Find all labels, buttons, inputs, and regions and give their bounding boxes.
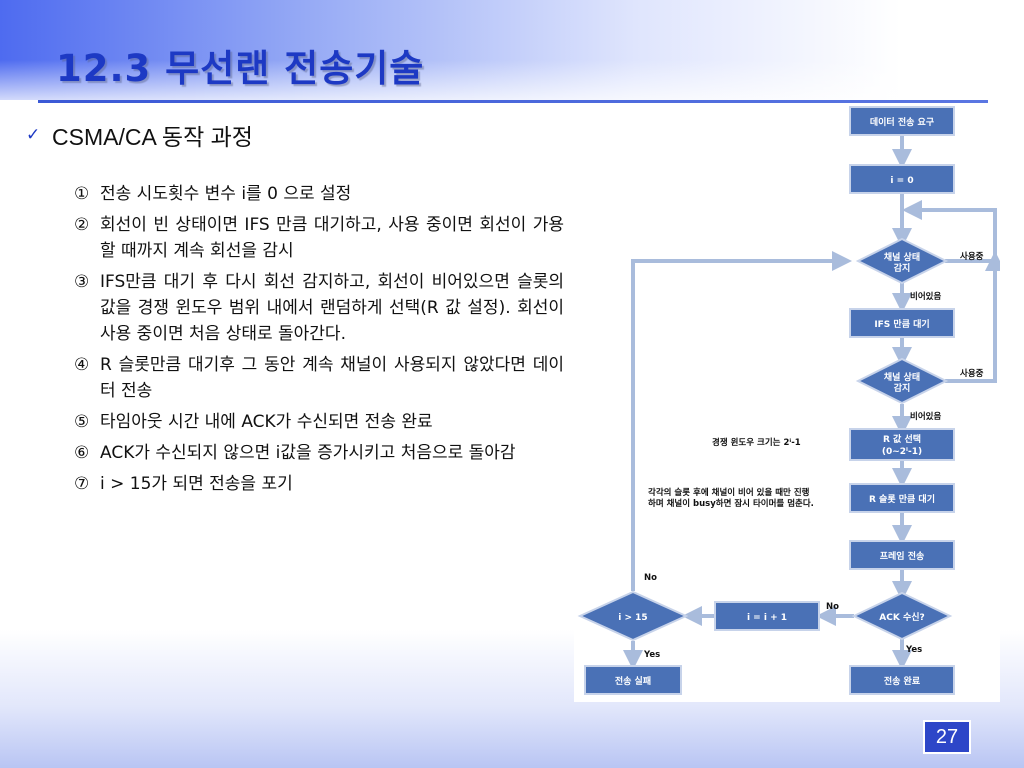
slide-title: 12.3 무선랜 전송기술 [56,47,425,90]
box-r-select-range: (0~2ⁱ-1) [882,447,922,457]
box-init-label: i = 0 [890,176,913,186]
label-busy-2: 사용중 [960,368,984,379]
label-idle-1: 비어있음 [910,291,941,302]
label-limit-no: No [644,573,657,583]
title-band [0,0,1024,100]
step-text: 전송 시도횟수 변수 i를 0 으로 설정 [100,184,352,204]
list-item: ② 회선이 빈 상태이면 IFS 만큼 대기하고, 사용 중이면 회선이 가용할 … [74,212,564,264]
box-transmit-request [849,106,955,136]
list-item: ⑤ 타임아웃 시간 내에 ACK가 수신되면 전송 완료 [74,409,564,435]
box-r-select-label: R 값 선택 [883,433,921,445]
box-ifs-wait-label: IFS 만큼 대기 [874,318,929,330]
step-text: ACK가 수신되지 않으면 i값을 증가시키고 처음으로 돌아감 [100,443,516,463]
box-frame-send-label: 프레임 전송 [880,550,925,562]
decision-retry-limit [577,590,689,642]
connector [945,251,1000,383]
title-divider [38,100,988,103]
step-number: ① [74,184,90,204]
step-number: ② [74,215,90,235]
box-init [849,164,955,194]
connector [902,200,997,263]
checkmark-icon: ✓ [26,125,41,145]
decision-channel-sense-2-line1: 채널 상태 [884,371,920,383]
box-r-select [849,428,955,461]
box-r-slot-wait [849,483,955,513]
step-list: ① 전송 시도횟수 변수 i를 0 으로 설정 ② 회선이 빈 상태이면 IFS 만… [74,181,564,502]
box-transmit-fail-label: 전송 실패 [615,675,651,687]
decision-channel-sense-1-line2: 감지 [894,262,911,274]
step-text: R 슬롯만큼 대기후 그 동안 계속 채널이 사용되지 않았다면 데이터 전송 [100,355,564,401]
step-text: 타임아웃 시간 내에 ACK가 수신되면 전송 완료 [100,412,433,432]
decision-retry-limit-label: i > 15 [618,613,647,623]
step-text: IFS만큼 대기 후 다시 회선 감지하고, 회선이 비어있으면 슬롯의 값을 … [100,272,564,344]
flowchart-panel: 데이터 전송 요구 i = 0 IFS 만큼 대기 R 값 선택 (0~2ⁱ-1… [574,103,1000,702]
page-number: 27 [923,720,971,754]
heading-row: ✓ CSMA/CA 동작 과정 [26,118,253,152]
step-number: ⑥ [74,443,90,463]
note-contention-window: 경쟁 윈도우 크기는 2ⁱ-1 [712,437,801,448]
step-text: i > 15가 되면 전송을 포기 [100,474,293,494]
box-frame-send [849,540,955,570]
note-slot-line2: 하며 채널이 busy하면 잠시 타이머를 멈춘다. [648,498,814,509]
label-ack-yes: Yes [905,645,922,655]
decision-channel-sense-2 [855,357,949,405]
step-number: ⑦ [74,474,90,494]
box-transmit-fail [584,665,682,695]
box-transmit-request-label: 데이터 전송 요구 [870,116,934,128]
decision-ack-received [851,591,953,641]
list-item: ④ R 슬롯만큼 대기후 그 동안 계속 채널이 사용되지 않았다면 데이터 전송 [74,352,564,404]
box-ifs-wait [849,308,955,338]
label-limit-yes: Yes [643,650,660,660]
note-slot-line1: 각각의 슬롯 후에 채널이 비어 있을 때만 진행 [648,487,810,498]
label-ack-no: No [826,602,839,612]
list-item: ⑦ i > 15가 되면 전송을 포기 [74,471,564,497]
list-item: ⑥ ACK가 수신되지 않으면 i값을 증가시키고 처음으로 돌아감 [74,440,564,466]
connector [631,251,852,591]
decision-channel-sense-1-line1: 채널 상태 [884,251,920,263]
box-increment [714,601,820,631]
step-text: 회선이 빈 상태이면 IFS 만큼 대기하고, 사용 중이면 회선이 가용할 때… [100,215,564,261]
box-increment-label: i = i + 1 [747,613,787,623]
step-number: ⑤ [74,412,90,432]
box-transmit-done [849,665,955,695]
step-number: ③ [74,272,90,292]
box-transmit-done-label: 전송 완료 [884,675,921,687]
label-busy-1: 사용중 [960,251,984,262]
list-item: ③ IFS만큼 대기 후 다시 회선 감지하고, 회선이 비어있으면 슬롯의 값을… [74,269,564,347]
list-item: ① 전송 시도횟수 변수 i를 0 으로 설정 [74,181,564,207]
decision-ack-received-label: ACK 수신? [879,611,924,623]
box-r-slot-wait-label: R 슬롯 만큼 대기 [869,493,935,505]
csma-ca-flowchart: 데이터 전송 요구 i = 0 IFS 만큼 대기 R 값 선택 (0~2ⁱ-1… [577,106,1000,695]
step-number: ④ [74,355,90,375]
decision-channel-sense-2-line2: 감지 [894,382,911,394]
decision-channel-sense-1 [855,237,949,285]
section-heading: CSMA/CA 동작 과정 [52,124,253,150]
label-idle-2: 비어있음 [910,411,941,422]
